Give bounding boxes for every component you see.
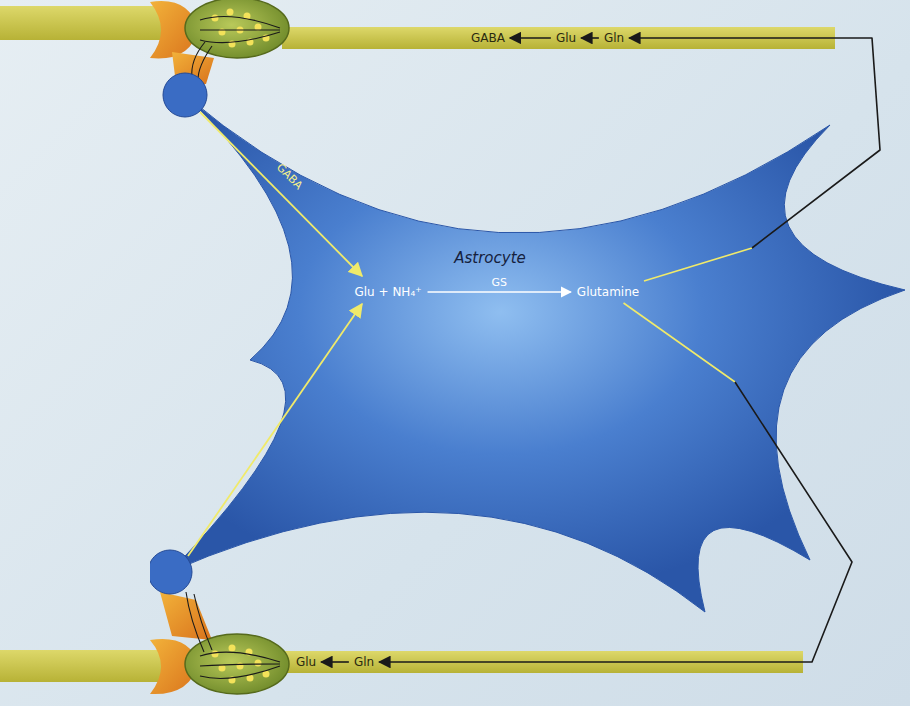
axon-bar (0, 650, 170, 682)
substrate-label: Glu + NH₄⁺ (350, 283, 425, 301)
node-text: Gln (604, 31, 624, 45)
connector-line (629, 38, 880, 248)
flow-connector (428, 292, 571, 293)
enzyme-label: GS (491, 276, 507, 289)
node-text: Glutamine (577, 285, 639, 299)
uptake-arrow (188, 304, 362, 556)
uptake-arrow (200, 112, 362, 276)
astrocyte-process (160, 592, 212, 640)
product-label: Glutamine (573, 283, 643, 301)
transmitter-label: Glu (553, 30, 579, 46)
precursor-label: Gln (601, 30, 627, 46)
astrocyte-cell: AstrocyteGlu + NH₄⁺ Glutamine (150, 55, 910, 635)
axon-bar (283, 651, 803, 673)
node-text: GABA (471, 31, 505, 45)
node-text: Astrocyte (454, 249, 526, 267)
flow-connector (629, 38, 880, 281)
flow-connector (379, 303, 852, 662)
flow-connector (321, 662, 349, 663)
connector-line (510, 37, 551, 39)
connector-line (321, 661, 349, 663)
node-text: Glu (556, 31, 576, 45)
precursor-label: Gln (351, 654, 377, 670)
astrocyte-outline (150, 55, 910, 635)
flow-connector (581, 38, 599, 39)
transmitter-label: Glu (293, 654, 319, 670)
transmitter-label: GABA (468, 30, 508, 46)
release-lines (186, 592, 280, 678)
connector-line (379, 382, 852, 662)
connector-line (428, 291, 571, 293)
axon-bar (0, 6, 180, 40)
presynaptic-terminal (185, 0, 289, 58)
node-text: Gln (354, 655, 374, 669)
release-lines (192, 16, 280, 80)
axon-bar (282, 27, 835, 49)
connector-line (624, 303, 735, 382)
node-text: Glu (296, 655, 316, 669)
node-text: Glu + NH₄⁺ (354, 285, 421, 299)
flow-connector (510, 38, 551, 39)
connector-line (644, 248, 752, 281)
connector-line (581, 37, 599, 39)
